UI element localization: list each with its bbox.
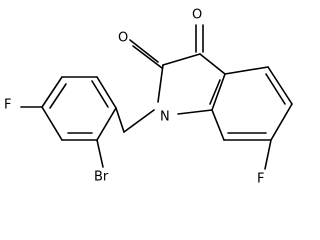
bond-c5-c6 [270,103,293,141]
bond-c2-o-double-b [129,39,159,63]
bromine-label: Br [94,170,109,185]
nitrogen-label: N [160,110,170,125]
bond-n-ch2 [123,109,155,133]
bond-c4-c5-inner [265,73,286,105]
bond-c3-c3a [199,53,226,75]
fluorine-right-label: F [257,172,264,187]
bond-c3a-c4 [224,66,269,75]
bond-c7a-n [177,109,213,115]
bond-ar3-ar4 [41,76,63,108]
oxygen-left-label: O [118,31,128,46]
bond-c3a-c7a [211,73,226,111]
bond-ar6-br [96,139,104,168]
bond-c6-f [264,139,272,170]
bond-c2-c3 [162,53,201,66]
fluorine-left-label: F [4,98,11,113]
bond-c3a-c7a-inner [209,79,221,105]
oxygen-top-label: O [192,8,202,23]
bond-c7-c7a [211,109,225,141]
chemical-structure: O O N F F Br [4,8,293,187]
bond-ch2-aryl [115,107,125,133]
bond-ar3-ar4-inner [49,83,67,109]
bond-c4-c5 [267,66,293,105]
bond-ar1-ar2-inner [91,80,109,108]
bond-ar6-ar1 [96,107,117,141]
bond-c2-o-double-a [132,45,163,69]
bond-ar1-ar2 [96,76,117,109]
bond-n-c2 [157,64,164,103]
bond-ar4-ar5 [41,106,63,141]
